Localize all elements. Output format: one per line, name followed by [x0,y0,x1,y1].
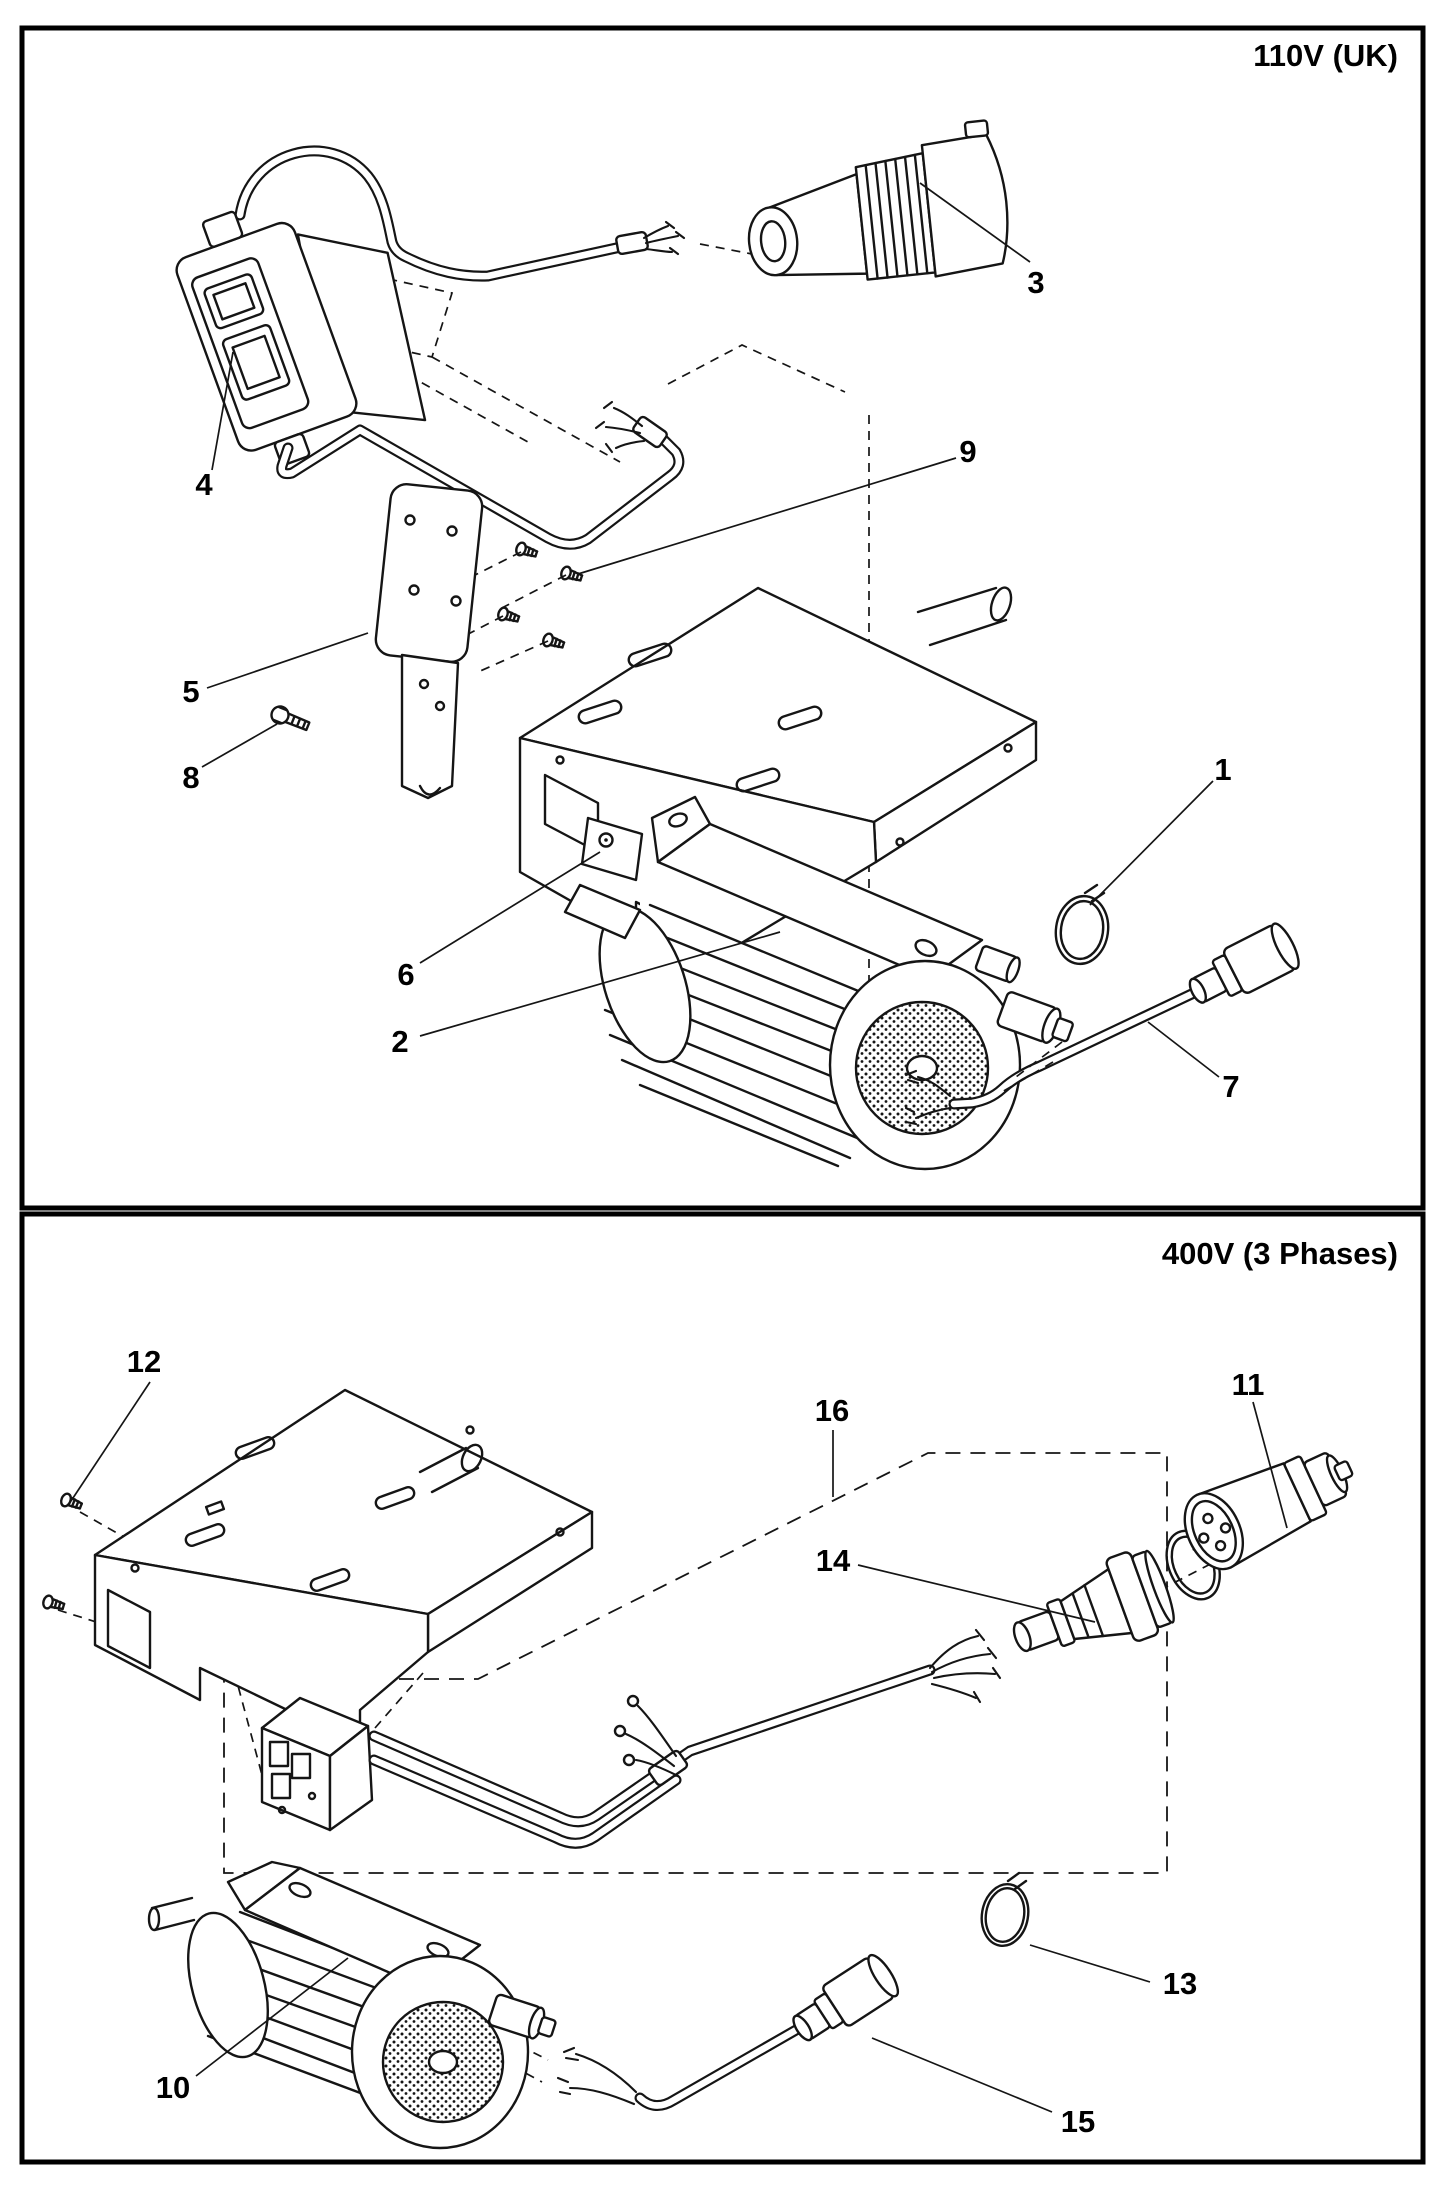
switch-assembly [175,210,427,466]
panel-title-400v: 400V (3 Phases) [1162,1236,1398,1271]
leader-12 [70,1381,151,1502]
power-plug-3ph [1012,1549,1175,1653]
clamp-ring [1054,883,1110,966]
callout-9: 9 [959,434,976,469]
callout-8: 8 [182,760,199,795]
callout-13: 13 [1163,1966,1197,2001]
leader-4 [211,351,234,471]
callouts-400v: 10 11 12 13 14 15 16 [70,1344,1288,2139]
leader-13 [1029,1944,1151,1983]
leader-6 [419,851,601,964]
cable-harness [368,1628,1002,1849]
screws-12 [40,1491,85,1614]
electric-motor-110v [563,795,1074,1171]
plate-handle-tube [418,1443,484,1494]
spacer-plate [580,816,644,882]
leader-11 [1252,1401,1288,1529]
switch-motor-cable [276,400,685,550]
leader-15 [871,2037,1053,2113]
callouts-110v: 1 2 3 4 5 6 7 8 9 [182,182,1240,1104]
callout-14: 14 [816,1543,851,1578]
panel-110v-uk: 110V (UK) [19,25,1426,1211]
mounting-plate-400v [93,1388,594,1747]
power-socket-3ph [1165,1452,1354,1601]
panel-title-110v: 110V (UK) [1253,38,1398,73]
leader-1 [1089,780,1214,906]
panel-110v-border [19,25,1426,1211]
callout-10: 10 [156,2070,190,2105]
callout-6: 6 [397,957,414,992]
callout-12: 12 [127,1344,161,1379]
callout-11: 11 [1232,1367,1265,1402]
callout-2: 2 [391,1024,408,1059]
mounting-bracket [374,483,484,800]
leader-2 [419,931,781,1037]
callout-16: 16 [815,1393,849,1428]
power-plug-110v [747,119,1009,281]
leader-10 [195,1957,349,2077]
plate-handle-tube [916,586,1013,647]
leader-3 [919,182,1031,263]
clamp-ring-13 [980,1871,1030,1947]
callout-4: 4 [195,467,213,502]
switch-supply-cable [234,145,686,282]
bolt [270,705,311,732]
panel-400v-border [19,1211,1426,2165]
callout-5: 5 [182,674,199,709]
callout-1: 1 [1214,752,1231,787]
leader-9 [577,457,957,575]
leader-8 [201,723,278,768]
construction-lines-110v [336,243,870,1046]
callout-15: 15 [1061,2104,1095,2139]
panel-400v-3ph: 400V (3 Phases) [19,1211,1426,2165]
leader-5 [206,632,369,689]
callout-3: 3 [1027,265,1044,300]
contactor-box [260,1696,374,1832]
callout-7: 7 [1222,1069,1239,1104]
screw-set [495,540,585,653]
motor-cable-400v [556,1953,900,2111]
leader-7 [1147,1021,1220,1078]
leader-14 [857,1564,1096,1623]
motor-cable-110v [904,922,1300,1126]
electric-motor-400v [147,1860,557,2150]
